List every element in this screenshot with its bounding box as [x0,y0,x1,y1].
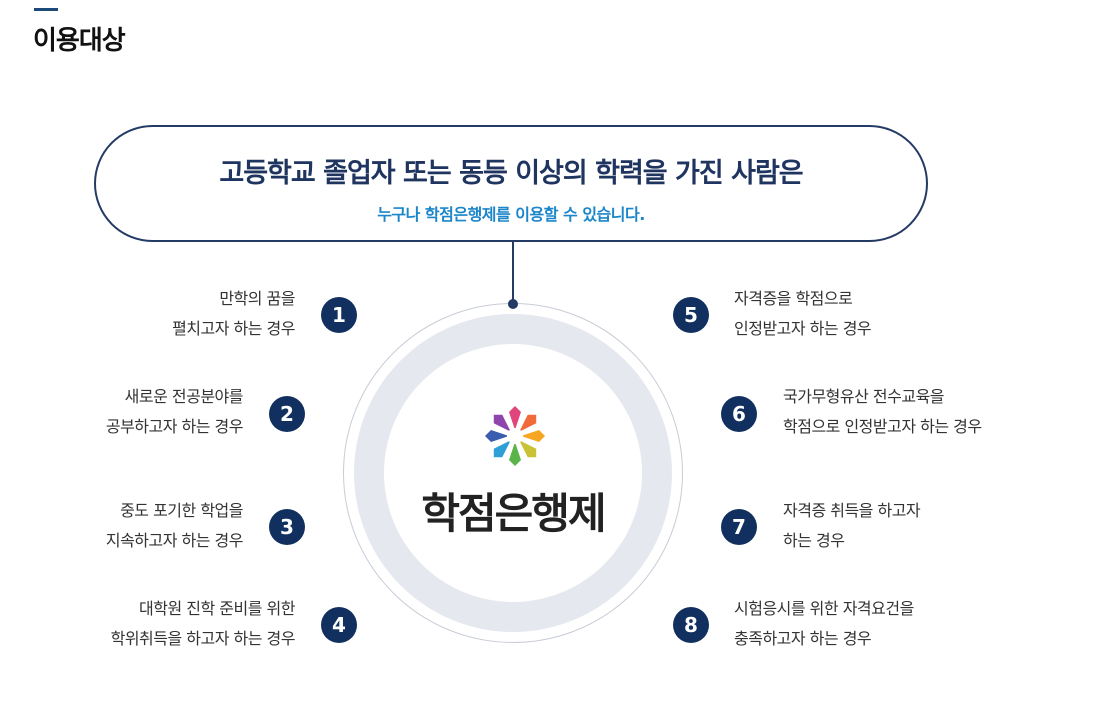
case-3-line2: 지속하고자 하는 경우 [105,531,244,550]
connector-line [512,242,514,302]
case-item-8: 시험응시를 위한 자격요건을 충족하고자 하는 경우 [734,594,1034,654]
case-6-badge: 6 [721,396,757,432]
case-7-line1: 자격증 취득을 하고자 [783,501,921,520]
case-item-4: 대학원 진학 준비를 위한 학위취득을 하고자 하는 경우 [30,594,296,654]
case-7-badge: 7 [721,509,757,545]
eligibility-banner: 고등학교 졸업자 또는 동등 이상의 학력을 가진 사람은 누구나 학점은행제를… [94,125,928,242]
case-6-line2: 학점으로 인정받고자 하는 경우 [783,417,982,436]
case-7-line2: 하는 경우 [783,531,845,550]
flower-logo-icon [485,406,545,466]
case-item-6: 국가무형유산 전수교육을 학점으로 인정받고자 하는 경우 [783,382,1083,442]
banner-sub-text: 누구나 학점은행제를 이용할 수 있습니다. [377,205,645,224]
case-5-badge: 5 [673,297,709,333]
case-3-badge: 3 [269,509,305,545]
case-item-3: 중도 포기한 학업을 지속하고자 하는 경우 [10,496,244,556]
case-3-line1: 중도 포기한 학업을 [120,501,243,520]
case-2-badge: 2 [269,396,305,432]
case-4-line2: 학위취득을 하고자 하는 경우 [110,629,296,648]
case-8-line1: 시험응시를 위한 자격요건을 [734,599,914,618]
case-item-5: 자격증을 학점으로 인정받고자 하는 경우 [734,284,1034,344]
case-item-1: 만학의 꿈을 펼치고자 하는 경우 [40,284,295,344]
case-item-2: 새로운 전공분야를 공부하고자 하는 경우 [10,382,244,442]
case-2-line2: 공부하고자 하는 경우 [105,417,244,436]
case-5-line2: 인정받고자 하는 경우 [734,319,872,338]
case-1-badge: 1 [321,297,357,333]
case-8-line2: 충족하고자 하는 경우 [734,629,872,648]
case-1-line2: 펼치고자 하는 경우 [172,319,295,338]
case-item-7: 자격증 취득을 하고자 하는 경우 [783,496,1083,556]
case-4-badge: 4 [321,607,357,643]
center-circle [384,344,642,602]
page-title: 이용대상 [33,26,126,56]
case-5-line1: 자격증을 학점으로 [734,289,853,308]
case-1-line1: 만학의 꿈을 [219,289,295,308]
case-8-badge: 8 [673,607,709,643]
case-6-line1: 국가무형유산 전수교육을 [783,387,945,406]
connector-dot [508,299,518,309]
case-4-line1: 대학원 진학 준비를 위한 [139,599,295,618]
case-2-line1: 새로운 전공분야를 [124,387,244,406]
banner-main-text: 고등학교 졸업자 또는 동등 이상의 학력을 가진 사람은 [219,158,803,189]
title-accent-bar [34,8,58,11]
center-logo-text: 학점은행제 [421,489,606,538]
